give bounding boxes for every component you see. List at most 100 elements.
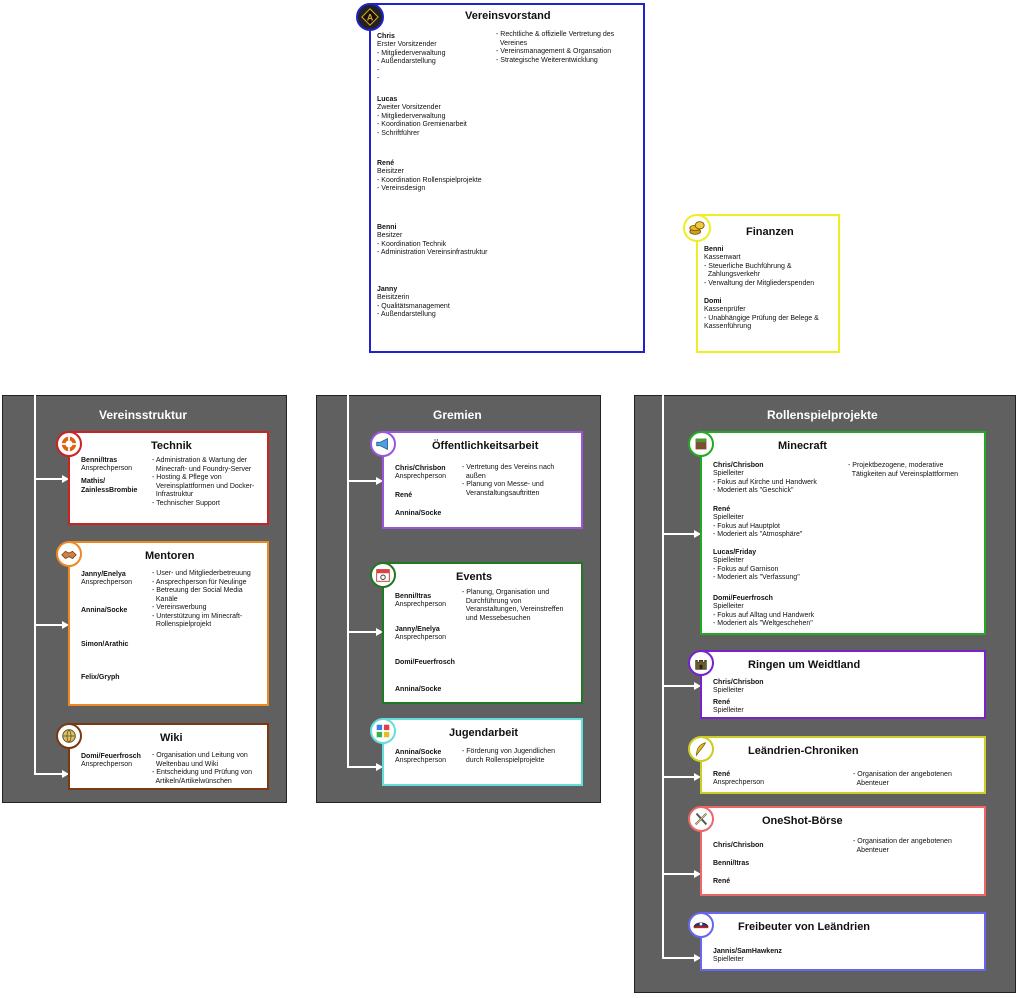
- mentoren-duties: - User- und Mitgliederbetreuung - Anspre…: [152, 570, 251, 628]
- finanzen-benni-text: Kassenwart - Steuerliche Buchführung & Z…: [704, 254, 815, 287]
- oeff-person-1-role: Ansprechperson: [395, 473, 446, 480]
- technik-title: Technik: [151, 440, 192, 452]
- finanzen-card: Finanzen Benni Kassenwart - Steuerliche …: [696, 214, 840, 353]
- connector-mentoren: [34, 624, 62, 626]
- freibeuter-person-1-role: Spielleiter: [713, 956, 744, 963]
- jugend-duties: - Förderung von Jugendlichen durch Rolle…: [462, 748, 556, 764]
- oneshot-person-2: Benni/Itras: [713, 860, 750, 867]
- events-person-2: Janny/Enelya: [395, 626, 440, 633]
- arrow-jugend: [376, 763, 383, 771]
- vorstand-chris-text: Erster Vorsitzender - Mitgliederverwaltu…: [377, 41, 446, 82]
- jugend-person-1: Annina/Socke: [395, 749, 442, 756]
- vorstand-chris-name: Chris: [377, 33, 395, 40]
- mentoren-person-4: Felix/Gryph: [81, 674, 120, 681]
- vorstand-lucas-name: Lucas: [377, 96, 398, 103]
- wiki-person-1: Domi/Feuerfrosch: [81, 753, 141, 760]
- grass-block-icon: [688, 431, 714, 457]
- leandrien-person-1: René: [713, 771, 731, 778]
- minecraft-duties: - Projektbezogene, moderative Tätigkeite…: [848, 462, 958, 478]
- vorstand-rene-text: Beisitzer - Koordination Rollenspielproj…: [377, 168, 482, 192]
- mentoren-card: Mentoren Janny/Enelya Ansprechperson Ann…: [68, 541, 269, 706]
- arrow-leandrien: [694, 773, 701, 781]
- connector-freibeuter: [662, 957, 694, 959]
- arrow-minecraft: [694, 530, 701, 538]
- vorstand-benni-text: Besitzer - Koordination Technik - Admini…: [377, 232, 488, 256]
- megaphone-icon: [370, 431, 396, 457]
- oneshot-card: OneShot-Börse Chris/Chrisbon Benni/Itras…: [700, 806, 986, 896]
- technik-card: Technik Benni/Itras Ansprechperson Mathi…: [68, 431, 269, 525]
- freibeuter-card: Freibeuter von Leändrien Jannis/SamHawke…: [700, 912, 986, 971]
- technik-person-2: Mathis/ ZainlessBrombie: [81, 478, 138, 494]
- oneshot-person-1: Chris/Chrisbon: [713, 842, 764, 849]
- jugend-title: Jugendarbeit: [449, 727, 519, 739]
- minecraft-person-2-text: Spielleiter - Fokus auf Hauptplot - Mode…: [713, 514, 803, 538]
- swords-icon: [688, 806, 714, 832]
- handshake-icon: [56, 541, 82, 567]
- arrow-technik: [62, 475, 69, 483]
- technik-person-1-role: Ansprechperson: [81, 465, 132, 472]
- oeff-person-3: Annina/Socke: [395, 510, 442, 517]
- weidtland-person-1-role: Spielleiter: [713, 687, 744, 694]
- lifebuoy-icon: [56, 431, 82, 457]
- minecraft-person-3-text: Spielleiter - Fokus auf Garnison - Moder…: [713, 557, 800, 581]
- minecraft-person-3: Lucas/Friday: [713, 549, 757, 556]
- arrow-oneshot: [694, 870, 701, 878]
- finanzen-title: Finanzen: [746, 226, 794, 238]
- events-duties: - Planung, Organisation und Durchführung…: [462, 589, 564, 622]
- arrow-wiki: [62, 770, 69, 778]
- wiki-card: Wiki Domi/Feuerfrosch Ansprechperson - O…: [68, 723, 269, 790]
- technik-person-1: Benni/Itras: [81, 457, 118, 464]
- leandrien-card: Leändrien-Chroniken René Ansprechperson …: [700, 736, 986, 794]
- oeff-duties: - Vertretung des Vereins nach außen - Pl…: [462, 464, 555, 497]
- connector-leandrien: [662, 776, 694, 778]
- oneshot-person-3: René: [713, 878, 731, 885]
- vereinsstruktur-connector-line: [34, 395, 36, 774]
- events-title: Events: [456, 571, 493, 583]
- vorstand-janny-text: Beisitzerin - Qualitätsmanagement - Auße…: [377, 294, 450, 318]
- vereinsstruktur-title: Vereinsstruktur: [99, 408, 188, 422]
- pirate-hat-icon: [688, 912, 714, 938]
- svg-text:A: A: [367, 13, 374, 23]
- connector-jugend: [347, 766, 376, 768]
- finanzen-domi-name: Domi: [704, 298, 722, 305]
- wiki-title: Wiki: [160, 732, 183, 744]
- technik-duties: - Administration & Wartung der Minecraft…: [152, 457, 255, 507]
- arrow-oeff: [376, 477, 383, 485]
- vorstand-duties-text: - Rechtliche & offizielle Vertretung des…: [496, 31, 615, 64]
- vorstand-rene-name: René: [377, 160, 395, 167]
- connector-oeff: [347, 480, 376, 482]
- arrow-weidtland: [694, 682, 701, 690]
- gremien-connector-line: [347, 395, 349, 767]
- vorstand-card: Vereinsvorstand Chris Erster Vorsitzende…: [369, 3, 645, 353]
- rollenspiel-title: Rollenspielprojekte: [767, 408, 878, 422]
- vorstand-janny-name: Janny: [377, 286, 398, 293]
- vorstand-logo-icon: A: [356, 3, 384, 31]
- finanzen-domi-text: Kassenprüfer - Unabhängige Prüfung der B…: [704, 306, 819, 330]
- connector-wiki: [34, 773, 62, 775]
- weidtland-card: Ringen um Weidtland Chris/Chrisbon Spiel…: [700, 650, 986, 719]
- oeff-person-2: René: [395, 492, 413, 499]
- puzzle-icon: [370, 718, 396, 744]
- vorstand-lucas-text: Zweiter Vorsitzender - Mitgliederverwalt…: [377, 104, 467, 137]
- jugend-person-1-role: Ansprechperson: [395, 757, 446, 764]
- oeff-person-1: Chris/Chrisbon: [395, 465, 446, 472]
- oeff-title: Öffentlichkeitsarbeit: [432, 440, 539, 452]
- weidtland-person-2-role: Spielleiter: [713, 707, 744, 714]
- minecraft-person-1: Chris/Chrisbon: [713, 462, 764, 469]
- arrow-events: [376, 628, 383, 636]
- connector-weidtland: [662, 685, 694, 687]
- minecraft-card: Minecraft Chris/Chrisbon Spielleiter - F…: [700, 431, 986, 635]
- connector-events: [347, 631, 376, 633]
- wiki-globe-icon: [56, 723, 82, 749]
- arrow-freibeuter: [694, 954, 701, 962]
- leandrien-title: Leändrien-Chroniken: [748, 745, 859, 757]
- oneshot-duties: - Organisation der angebotenen Abenteuer: [853, 838, 952, 854]
- events-person-1: Benni/Itras: [395, 593, 432, 600]
- minecraft-title: Minecraft: [778, 440, 827, 452]
- gremien-title: Gremien: [433, 408, 482, 422]
- mentoren-person-2: Annina/Socke: [81, 607, 128, 614]
- arrow-mentoren: [62, 621, 69, 629]
- events-person-1-role: Ansprechperson: [395, 601, 446, 608]
- vorstand-benni-name: Benni: [377, 224, 397, 231]
- events-card: Events Benni/Itras Ansprechperson Janny/…: [382, 562, 583, 704]
